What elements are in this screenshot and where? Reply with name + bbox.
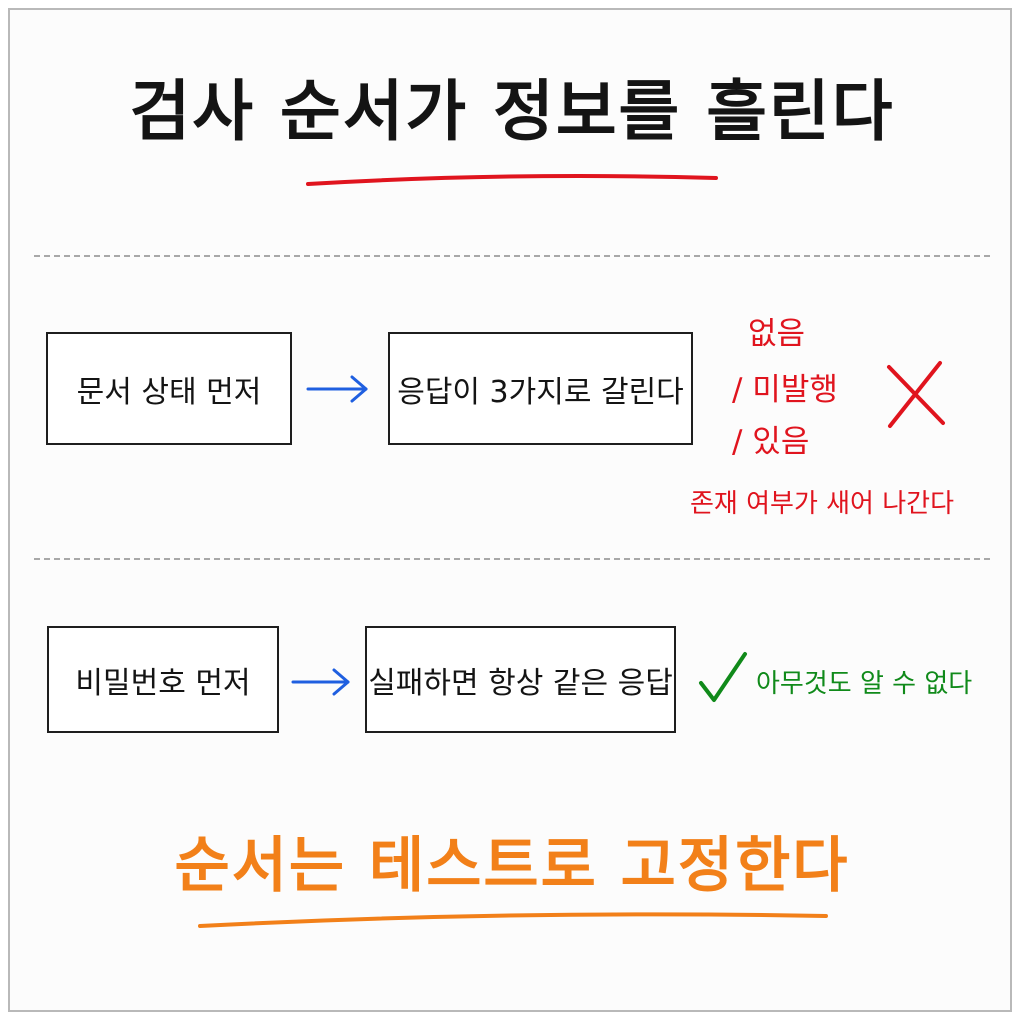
conclusion-underline xyxy=(198,912,828,928)
row1-result-label: 응답이 3가지로 갈린다 xyxy=(397,374,684,410)
row1-arrow-icon xyxy=(306,375,368,403)
row2-result-box: 실패하면 항상 같은 응답 xyxy=(365,626,676,733)
divider-top xyxy=(34,255,990,257)
row2-result-label: 실패하면 항상 같은 응답 xyxy=(368,665,673,701)
page-title: 검사 순서가 정보를 흘린다 xyxy=(129,73,895,150)
x-mark-icon xyxy=(887,361,945,428)
check-mark-icon xyxy=(699,652,747,702)
row1-result-box: 응답이 3가지로 갈린다 xyxy=(388,332,693,445)
row2-arrow-icon xyxy=(291,668,350,696)
row1-outcome-1: 없음 xyxy=(748,316,806,352)
row1-start-label: 문서 상태 먼저 xyxy=(76,374,262,410)
conclusion-title: 순서는 테스트로 고정한다 xyxy=(174,831,850,901)
row2-start-label: 비밀번호 먼저 xyxy=(75,665,251,701)
divider-middle xyxy=(34,558,990,560)
row1-start-box: 문서 상태 먼저 xyxy=(46,332,292,445)
row1-note: 존재 여부가 새어 나간다 xyxy=(690,489,954,519)
title-underline xyxy=(306,174,718,186)
row2-note: 아무것도 알 수 없다 xyxy=(756,669,973,699)
row2-start-box: 비밀번호 먼저 xyxy=(47,626,279,733)
row1-outcome-2: / 미발행 xyxy=(732,372,838,408)
row1-outcome-3: / 있음 xyxy=(732,424,810,460)
